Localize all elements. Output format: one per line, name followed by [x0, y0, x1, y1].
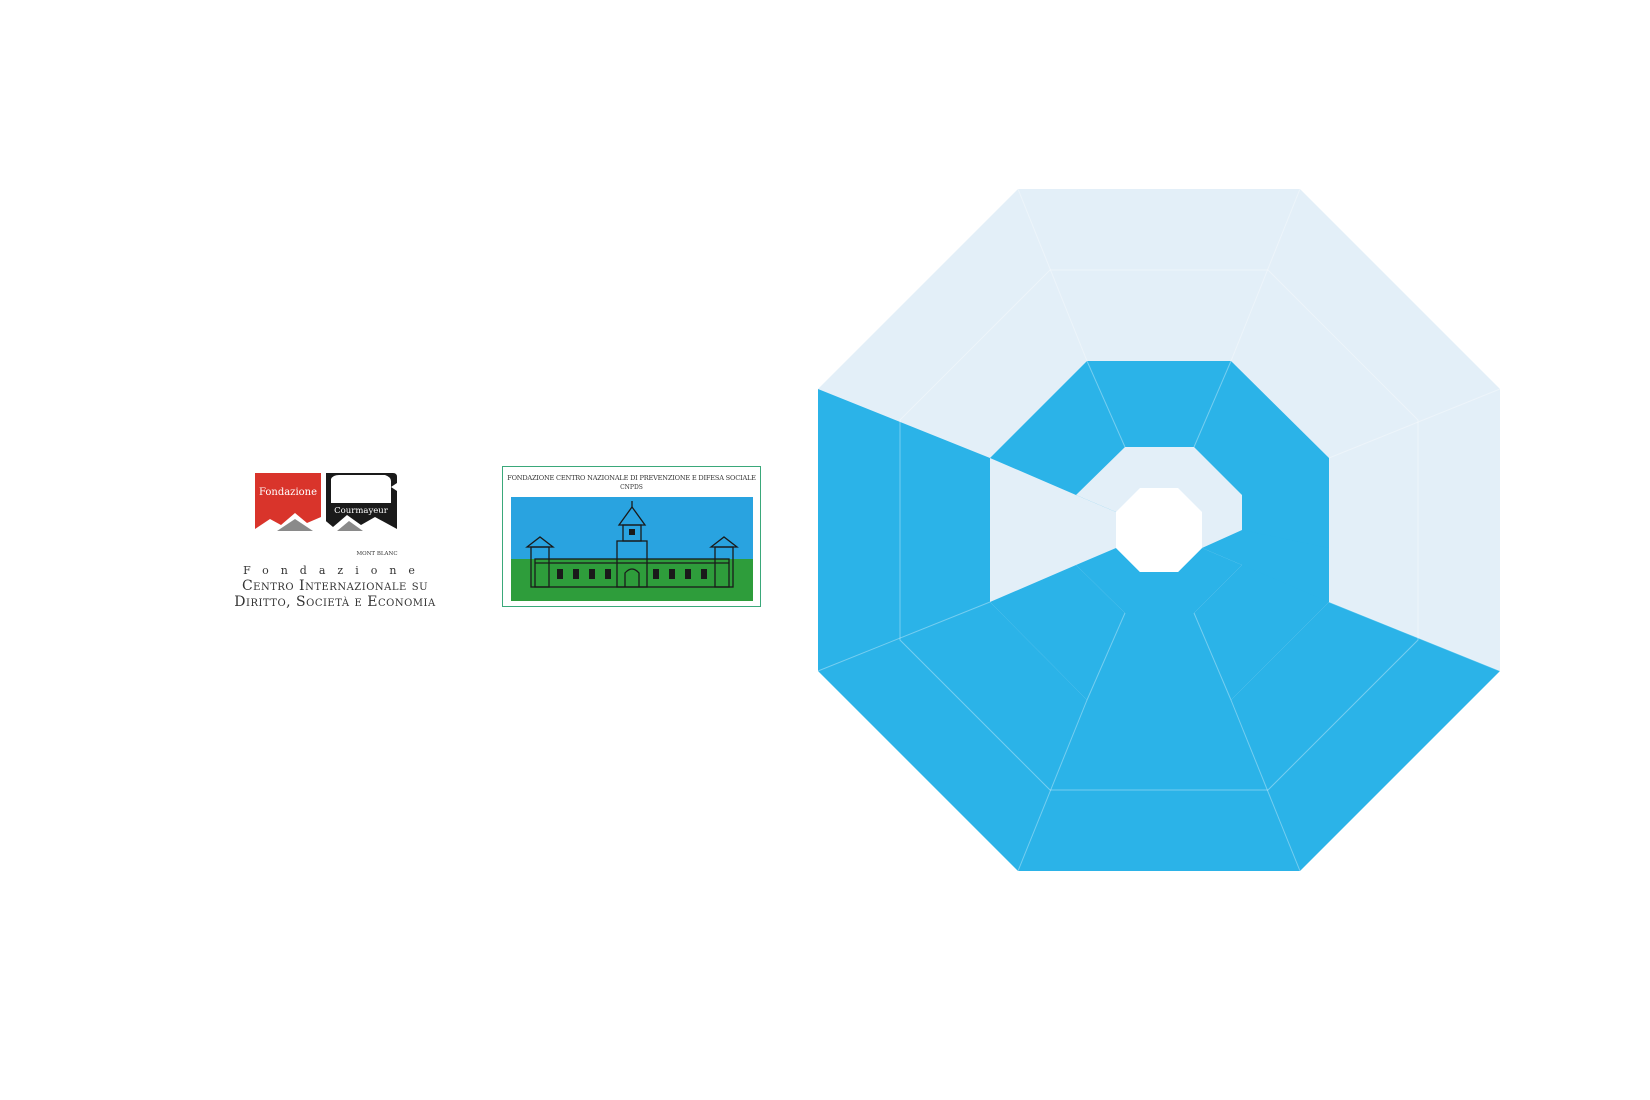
courmayeur-badge-icon: Fondazione Courmayeur MONT BLANC [255, 473, 398, 557]
fondazione-cnpds-logo: FONDAZIONE CENTRO NAZIONALE DI PREVENZIO… [502, 466, 761, 607]
courmayeur-subbadge-text: MONT BLANC [356, 551, 397, 557]
courmayeur-centro-label: Centro Internazionale su [241, 578, 429, 594]
courmayeur-diritto-label: Diritto, Società e Economia [234, 594, 436, 610]
octagon-spiral-graphic [817, 188, 1501, 872]
courmayeur-badge-left-text: Fondazione [259, 487, 317, 498]
fondazione-courmayeur-logo: Fondazione Courmayeur MONT BLANC Fondazi… [215, 465, 455, 615]
castle-illustration-icon [511, 497, 753, 601]
courmayeur-badge-right-text: Courmayeur [334, 506, 389, 516]
cnpds-title-label: FONDAZIONE CENTRO NAZIONALE DI PREVENZIO… [507, 474, 756, 482]
cnpds-acronym-label: CNPDS [620, 484, 643, 491]
courmayeur-fondazione-label: Fondazione [243, 564, 427, 577]
